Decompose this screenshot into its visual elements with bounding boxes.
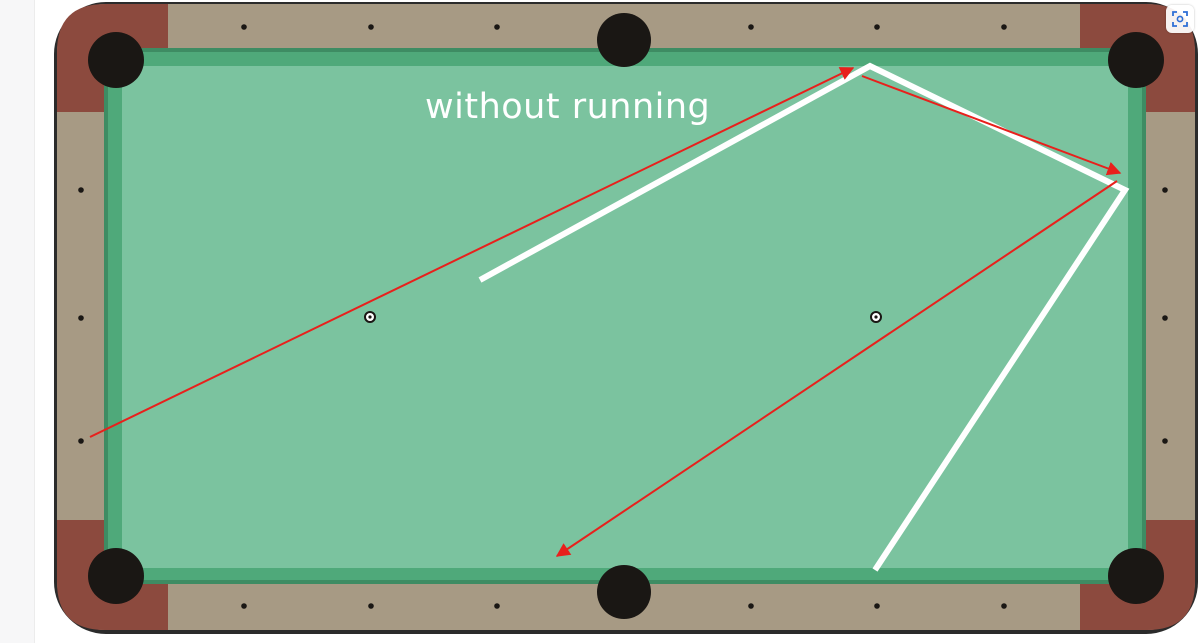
diamond xyxy=(1001,24,1007,30)
diamond xyxy=(748,603,754,609)
red-arrow-1 xyxy=(89,67,855,438)
corner-plate-top-left xyxy=(57,4,168,112)
diagram-caption: without running xyxy=(425,87,710,127)
pocket-bottom-left xyxy=(88,548,144,604)
left-gutter xyxy=(0,0,35,643)
corner-plate-top-right xyxy=(1080,4,1195,112)
red-arrow-3 xyxy=(555,180,1118,557)
diamond xyxy=(1001,603,1007,609)
diamond xyxy=(494,603,500,609)
foot-spot xyxy=(870,311,882,323)
head-spot xyxy=(364,311,376,323)
expand-image-icon xyxy=(1172,11,1188,27)
diamond xyxy=(874,24,880,30)
diamond xyxy=(1162,187,1168,193)
diamond xyxy=(1162,315,1168,321)
pocket-bottom-right xyxy=(1108,548,1164,604)
diamond xyxy=(368,603,374,609)
diamond xyxy=(494,24,500,30)
diamond xyxy=(874,603,880,609)
corner-plate-bottom-right xyxy=(1080,520,1195,630)
pocket-bottom-middle xyxy=(597,565,651,619)
diamond xyxy=(78,315,84,321)
table-felt xyxy=(122,66,1128,568)
diamond xyxy=(241,24,247,30)
rail-diamonds xyxy=(78,24,1168,609)
corner-plate-bottom-left xyxy=(57,520,168,630)
pocket-top-left xyxy=(88,32,144,88)
diamond xyxy=(241,603,247,609)
diamond xyxy=(748,24,754,30)
diamond xyxy=(368,24,374,30)
diamond xyxy=(78,438,84,444)
pocket-top-right xyxy=(1108,32,1164,88)
expand-image-button[interactable] xyxy=(1166,5,1194,33)
diamond xyxy=(1162,438,1168,444)
diamond xyxy=(78,187,84,193)
red-arrow-2 xyxy=(861,75,1122,176)
pocket-top-middle xyxy=(597,13,651,67)
